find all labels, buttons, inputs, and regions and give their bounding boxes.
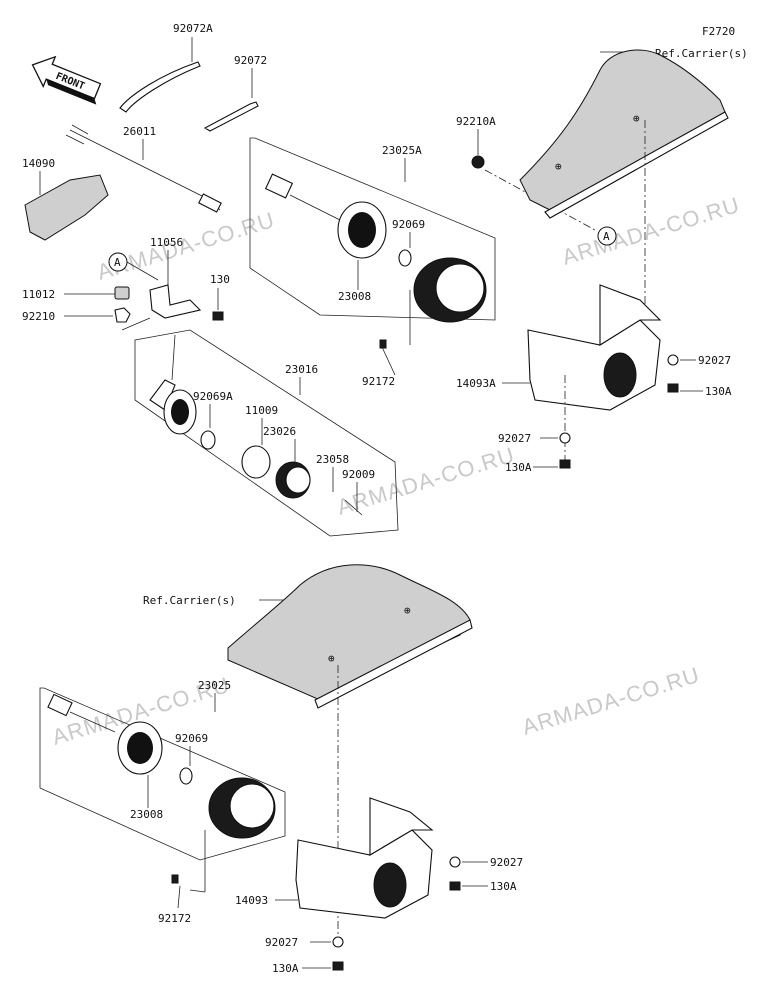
label-14093: 14093 <box>235 894 268 907</box>
label-14090: 14090 <box>22 157 55 170</box>
label-130A-top-right: 130A <box>705 385 732 398</box>
label-23016: 23016 <box>285 363 318 376</box>
front-arrow-icon: FRONT <box>31 55 102 105</box>
label-14093A: 14093A <box>456 377 496 390</box>
label-92027-top-bottom: 92027 <box>498 432 531 445</box>
label-11012: 11012 <box>22 288 55 301</box>
label-92072A: 92072A <box>173 22 213 35</box>
bracket-14093A <box>527 319 661 411</box>
svg-text:⊕: ⊕ <box>555 160 562 173</box>
label-92210: 92210 <box>22 310 55 323</box>
watermark-5: ARMADA-CO.RU <box>519 662 703 740</box>
label-92069-bottom: 92069 <box>175 732 208 745</box>
carrier-plate-top <box>519 49 726 211</box>
ref-carrier-top: Ref.Carrier(s) <box>655 47 748 60</box>
bracket-11056 <box>149 284 202 319</box>
group-23025-box <box>39 687 286 861</box>
cable-tie-short <box>203 101 259 132</box>
label-11009: 11009 <box>245 404 278 417</box>
label-23025A: 23025A <box>382 144 422 157</box>
svg-text:⊕: ⊕ <box>633 112 640 125</box>
label-26011: 26011 <box>123 125 156 138</box>
cover-14090 <box>24 174 109 241</box>
callout-a-right: A <box>603 230 610 243</box>
label-92027-bottom-right: 92027 <box>490 856 523 869</box>
svg-text:⊕: ⊕ <box>404 604 411 617</box>
label-92027-bottom: 92027 <box>265 936 298 949</box>
carrier-plate-bottom <box>227 564 471 701</box>
label-92009: 92009 <box>342 468 375 481</box>
cable-tie-long <box>119 61 201 113</box>
label-130: 130 <box>210 273 230 286</box>
group-23016-box <box>134 329 399 537</box>
label-92072: 92072 <box>234 54 267 67</box>
label-130A-bottom: 130A <box>272 962 299 975</box>
label-92210A: 92210A <box>456 115 496 128</box>
label-92069-top: 92069 <box>392 218 425 231</box>
label-92027-top-right: 92027 <box>698 354 731 367</box>
watermark-2: ARMADA-CO.RU <box>559 192 743 270</box>
group-23025A-box <box>249 137 496 321</box>
label-92172-top: 92172 <box>362 375 395 388</box>
svg-text:⊕: ⊕ <box>328 652 335 665</box>
label-23026: 23026 <box>263 425 296 438</box>
label-23058: 23058 <box>316 453 349 466</box>
label-92172-bottom: 92172 <box>158 912 191 925</box>
ref-carrier-bottom: Ref.Carrier(s) <box>143 594 236 607</box>
label-92069A: 92069A <box>193 390 233 403</box>
label-23025: 23025 <box>198 679 231 692</box>
label-11056: 11056 <box>150 236 183 249</box>
connector-23008 <box>264 173 294 199</box>
bracket-14093 <box>295 829 433 919</box>
callout-a-left: A <box>114 256 121 269</box>
label-23008-top: 23008 <box>338 290 371 303</box>
label-23008-bottom: 23008 <box>130 808 163 821</box>
label-130A-top-bottom: 130A <box>505 461 532 474</box>
label-130A-bottom-right: 130A <box>490 880 517 893</box>
figure-code: F2720 <box>702 25 735 38</box>
